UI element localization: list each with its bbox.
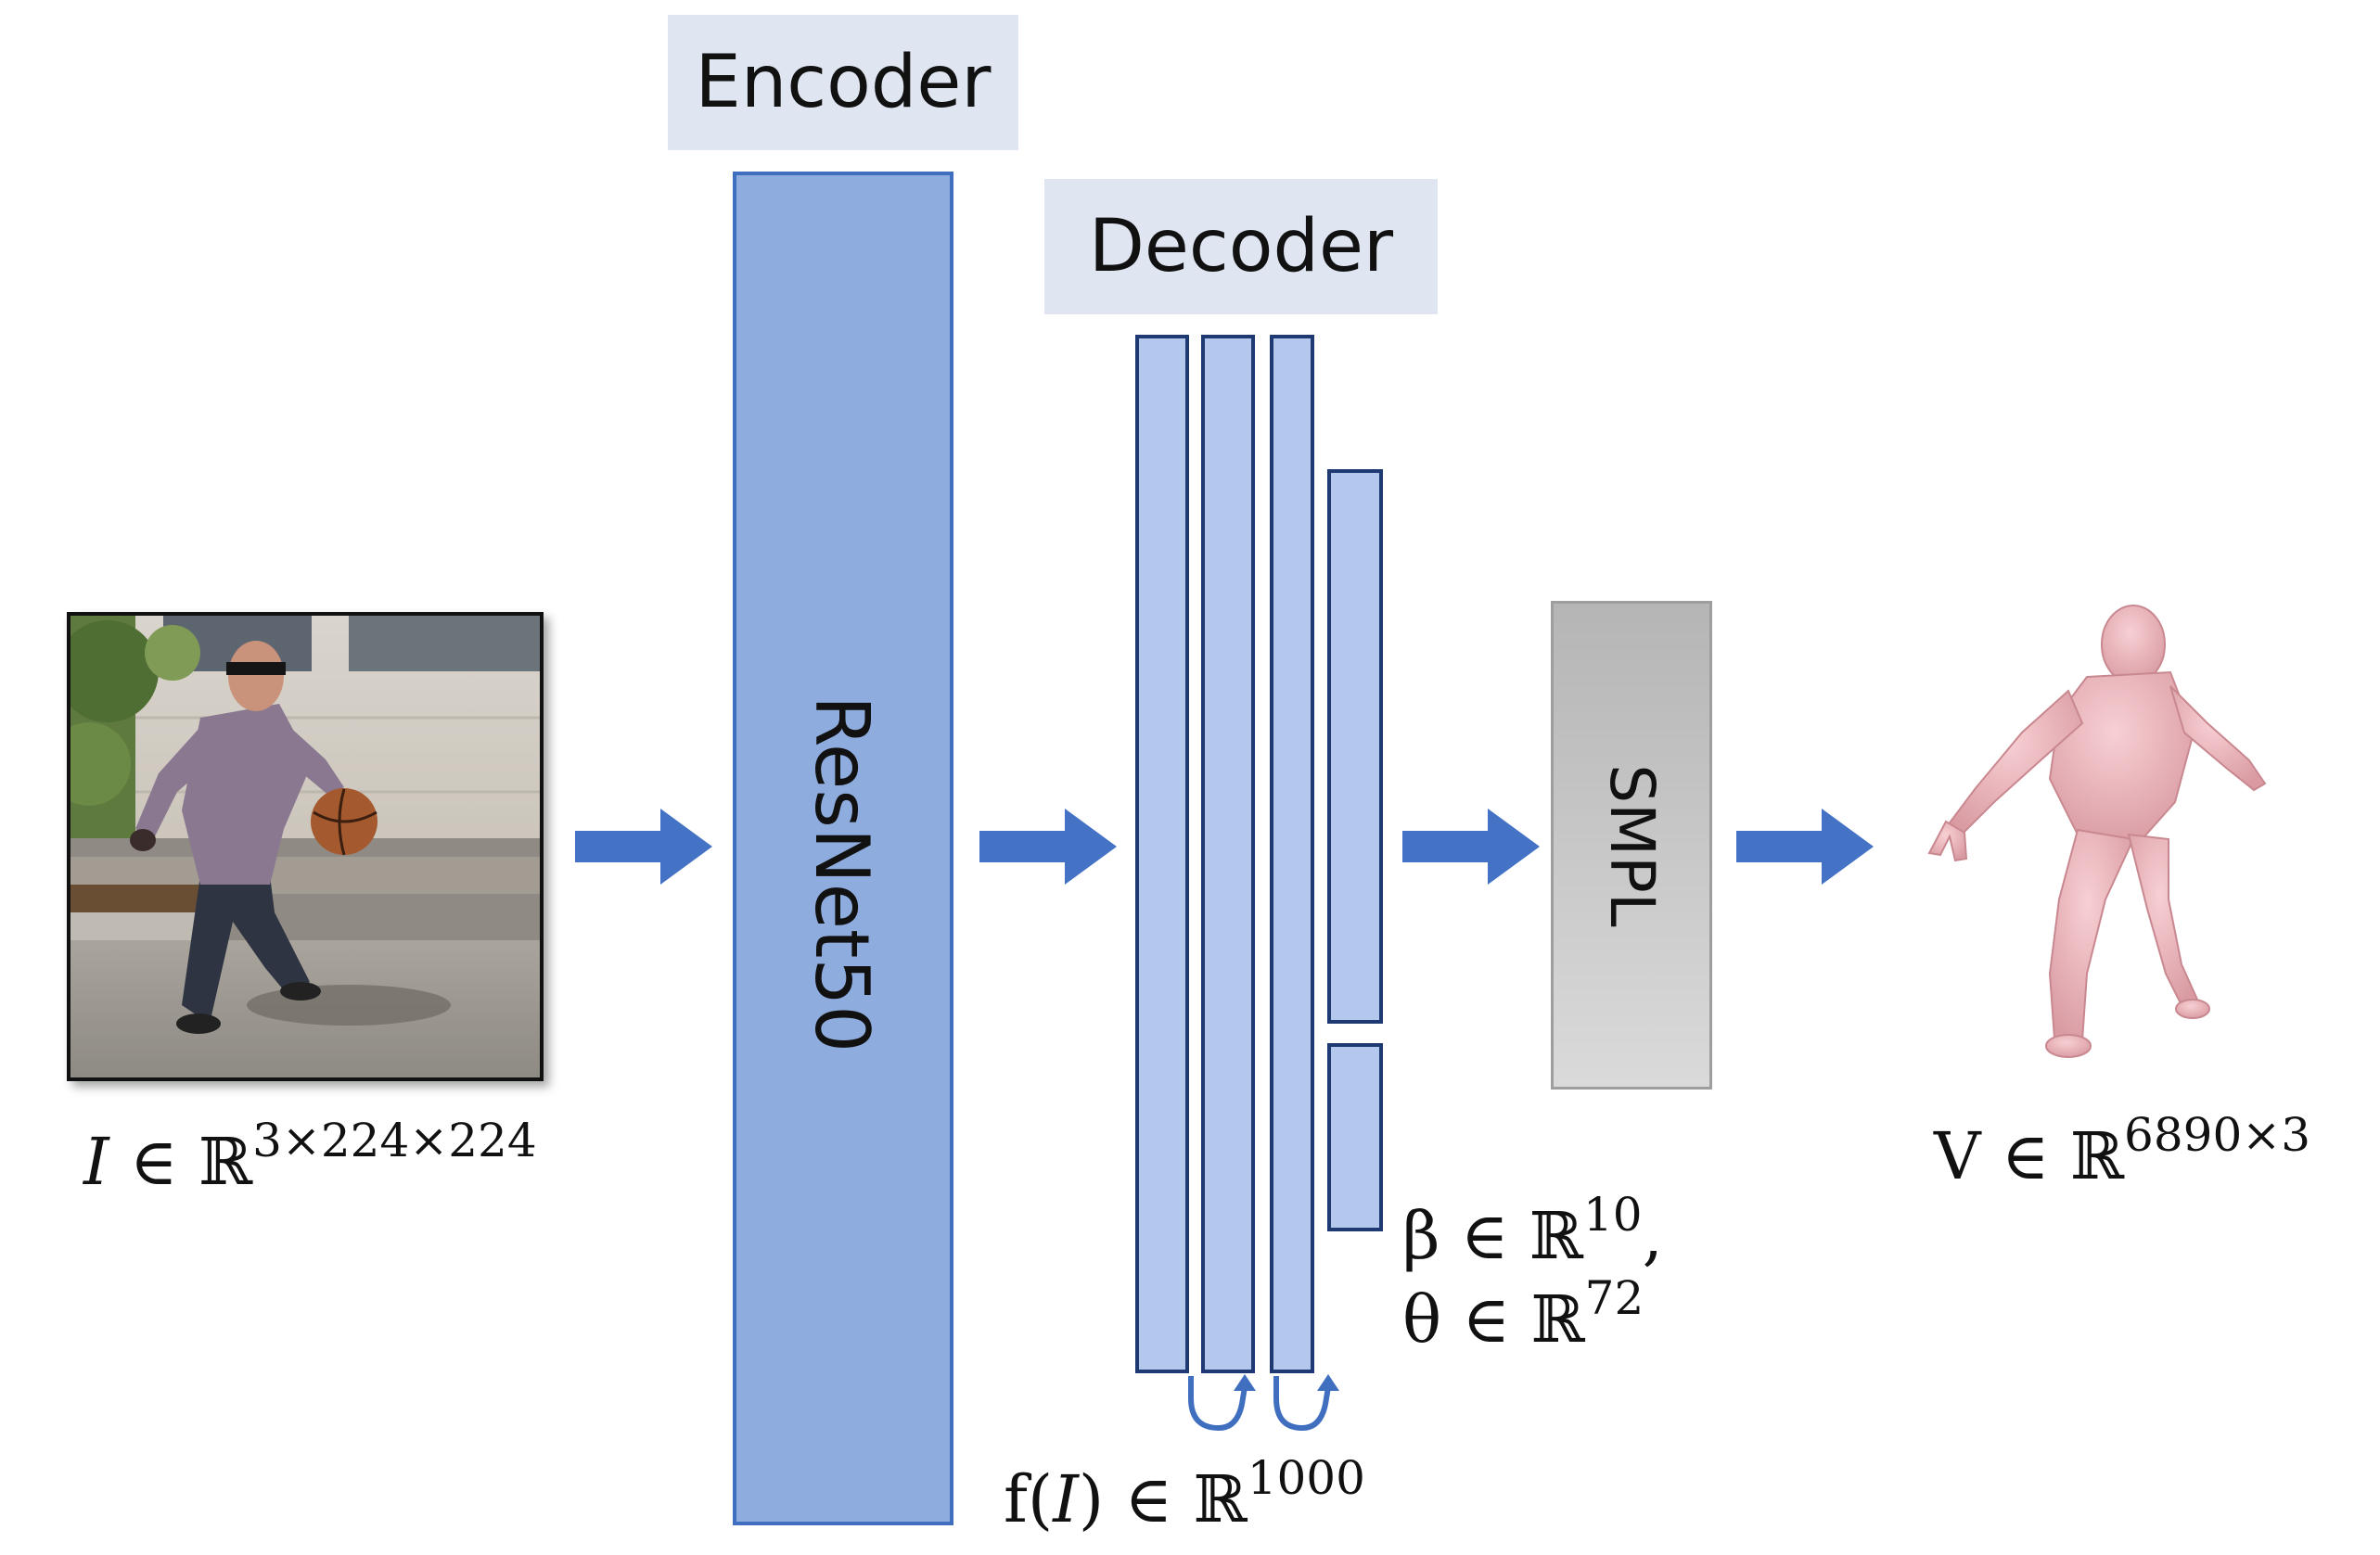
feature-dimension-label: f(I) ∈ ℝ1000 — [1004, 1455, 1365, 1532]
right-arrow-icon — [979, 809, 1117, 885]
input-dimension-label: I ∈ ℝ3×224×224 — [83, 1117, 537, 1194]
resnet-label: ResNet50 — [799, 695, 885, 1053]
human-mesh-output — [1927, 605, 2267, 1058]
smpl-block — [1551, 601, 1712, 1090]
encoder-header: Encoder — [668, 15, 1018, 150]
decoder-output-shape — [1327, 1043, 1383, 1231]
right-arrow-icon — [575, 809, 712, 885]
output-dimension-label: V ∈ ℝ6890×3 — [1934, 1112, 2310, 1189]
feature-symbol: I — [1053, 1461, 1079, 1537]
decoder-output-pose — [1327, 469, 1383, 1024]
decoder-header-label: Decoder — [1088, 205, 1394, 288]
encoder-block — [733, 172, 953, 1525]
curved-arrow-icon — [1188, 1374, 1339, 1432]
input-dims: 3×224×224 — [252, 1114, 537, 1167]
input-symbol: I — [83, 1124, 109, 1200]
beta-trail: , — [1642, 1198, 1663, 1274]
input-image — [67, 612, 544, 1081]
basketball-player-photo — [70, 616, 540, 1077]
theta-text: θ ∈ ℝ — [1402, 1281, 1585, 1357]
beta-dims: 10 — [1582, 1188, 1643, 1242]
theta-dims: 72 — [1584, 1271, 1644, 1325]
right-arrow-icon — [1736, 809, 1874, 885]
decoder-layer-2 — [1201, 335, 1255, 1373]
theta-label: θ ∈ ℝ72 — [1402, 1275, 1644, 1352]
decoder-layer-3 — [1270, 335, 1314, 1373]
decoder-layer-1 — [1135, 335, 1189, 1373]
decoder-header: Decoder — [1044, 179, 1438, 314]
smpl-label: SMPL — [1596, 764, 1668, 927]
beta-text: β ∈ ℝ — [1402, 1198, 1583, 1274]
input-set-text: ∈ ℝ — [109, 1124, 253, 1200]
output-set-text: V ∈ ℝ — [1934, 1118, 2125, 1194]
encoder-header-label: Encoder — [695, 41, 992, 124]
feature-suffix: ) ∈ ℝ — [1078, 1461, 1248, 1537]
feature-prefix: f( — [1004, 1461, 1054, 1537]
output-dims: 6890×3 — [2124, 1108, 2310, 1162]
beta-label: β ∈ ℝ10, — [1402, 1192, 1663, 1268]
right-arrow-icon — [1402, 809, 1540, 885]
feature-dims: 1000 — [1247, 1451, 1365, 1505]
